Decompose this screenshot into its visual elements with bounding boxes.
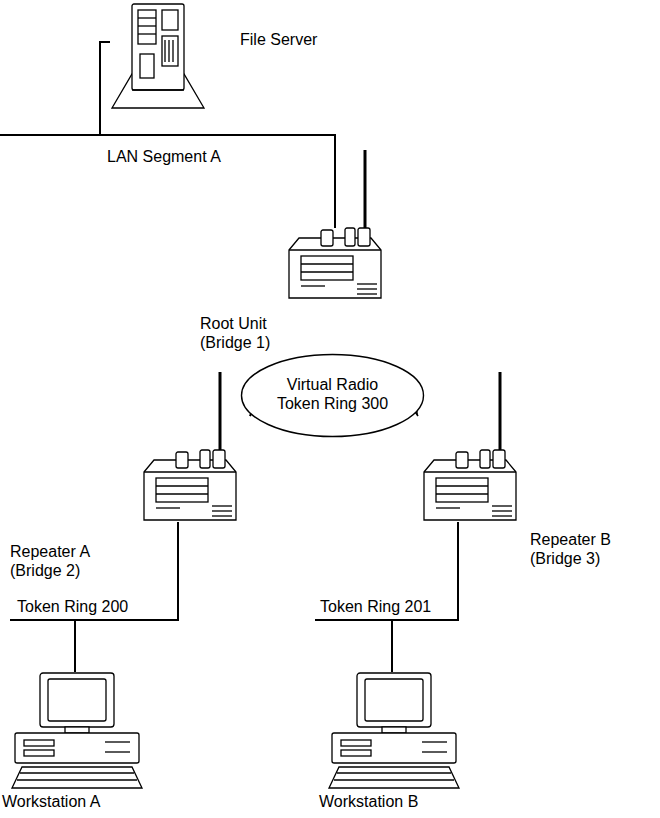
node-label: Repeater B (Bridge 3) xyxy=(530,530,630,568)
root-unit: Root Unit (Bridge 1) xyxy=(285,228,385,300)
repeater-unit-drawing xyxy=(420,450,520,522)
radio-ring-ellipse: Virtual Radio Token Ring 300 xyxy=(240,353,425,438)
file-server-drawing xyxy=(110,2,205,110)
workstation-drawing xyxy=(327,672,462,790)
segment-label: Token Ring 201 xyxy=(318,597,433,616)
segment-label: Token Ring 200 xyxy=(15,597,130,616)
segment-label: LAN Segment A xyxy=(105,147,223,166)
repeater-unit: Repeater B (Bridge 3) xyxy=(420,450,520,522)
token-ring-line xyxy=(10,619,76,621)
workstation: Workstation A xyxy=(10,672,145,790)
node-label: Virtual Radio Token Ring 300 xyxy=(269,375,397,413)
lan-segment-line xyxy=(0,134,101,136)
node-label: Workstation A xyxy=(2,792,162,811)
root-unit-drawing xyxy=(285,228,385,300)
node-label: Workstation B xyxy=(319,792,479,811)
file-server: File Server xyxy=(110,2,205,110)
node-label: Repeater A (Bridge 2) xyxy=(10,542,110,580)
workstation-drawing xyxy=(10,672,145,790)
node-label: Root Unit (Bridge 1) xyxy=(200,314,292,352)
repeater-unit: Repeater A (Bridge 2) xyxy=(140,450,240,522)
token-ring-line xyxy=(315,619,393,621)
workstation: Workstation B xyxy=(327,672,462,790)
node-label: File Server xyxy=(240,30,350,49)
repeater-unit-drawing xyxy=(140,450,240,522)
